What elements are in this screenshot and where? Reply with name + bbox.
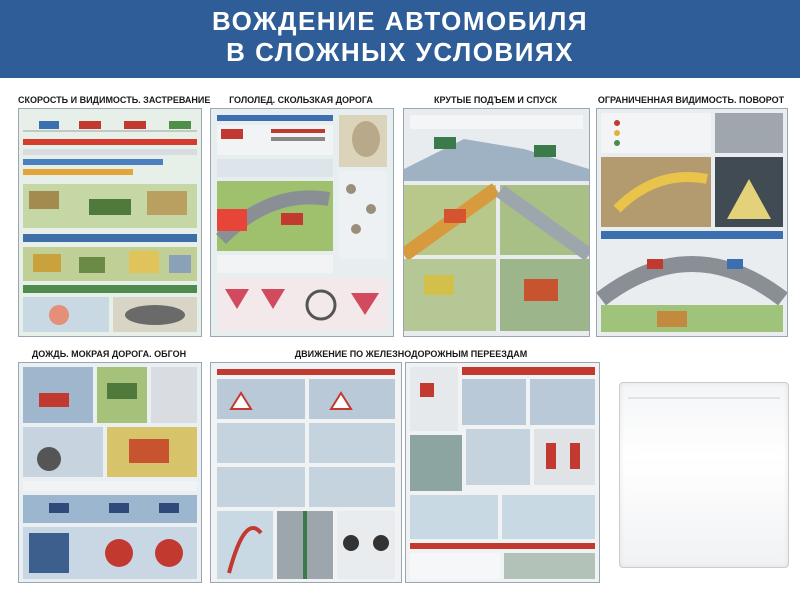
poster-steep-slopes (403, 108, 590, 337)
section-title-rain: ДОЖДЬ. МОКРАЯ ДОРОГА. ОБГОН (31, 349, 187, 359)
poster-speed-visibility (18, 108, 202, 337)
section-title-speed: СКОРОСТЬ И ВИДИМОСТЬ. ЗАСТРЕВАНИЕ (18, 95, 211, 105)
section-title-slopes: КРУТЫЕ ПОДЪЕМ И СПУСК (434, 95, 557, 105)
section-title-ice: ГОЛОЛЕД. СКОЛЬЗКАЯ ДОРОГА (229, 95, 373, 105)
section-title-rail: ДВИЖЕНИЕ ПО ЖЕЛЕЗНОДОРОЖНЫМ ПЕРЕЕЗДАМ (294, 349, 528, 359)
poster-rail-crossing-signs (210, 362, 402, 583)
poster-ice-slippery-road (210, 108, 394, 337)
page-title-line2: В СЛОЖНЫХ УСЛОВИЯХ (226, 37, 574, 67)
rail-signs-illustration (211, 363, 401, 582)
visibility-illustration (597, 109, 787, 336)
slopes-illustration (404, 109, 589, 336)
ice-illustration (211, 109, 393, 336)
document-pocket (619, 382, 789, 568)
header-banner: ВОЖДЕНИЕ АВТОМОБИЛЯ В СЛОЖНЫХ УСЛОВИЯХ (0, 0, 800, 78)
speed-illustration (19, 109, 201, 336)
rain-illustration (19, 363, 201, 582)
poster-limited-visibility (596, 108, 788, 337)
poster-rain-wet-road (18, 362, 202, 583)
pocket-lip (628, 397, 780, 399)
rail-rules-illustration (406, 363, 599, 582)
poster-rail-crossing-rules (405, 362, 600, 583)
section-title-visibility: ОГРАНИЧЕННАЯ ВИДИМОСТЬ. ПОВОРОТ (597, 95, 785, 105)
page-title-line1: ВОЖДЕНИЕ АВТОМОБИЛЯ (211, 6, 589, 36)
